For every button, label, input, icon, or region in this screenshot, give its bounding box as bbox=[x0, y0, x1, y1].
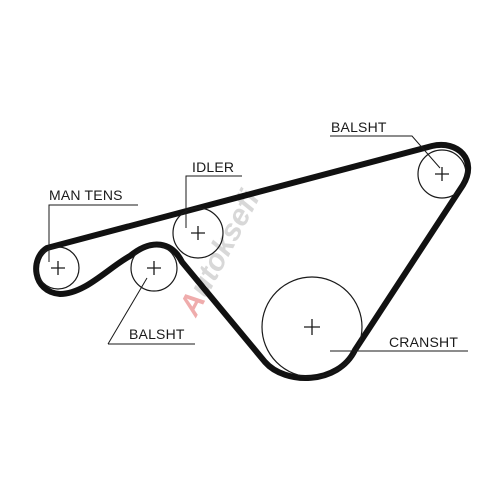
man-tens-label: MAN TENS bbox=[49, 187, 123, 203]
balsht-top-label: BALSHT bbox=[331, 119, 387, 135]
cranksht-label: CRANSHT bbox=[389, 334, 458, 350]
balsht-bottom-pulley-circle bbox=[130, 244, 178, 292]
man-tens-pulley-center-icon bbox=[51, 261, 65, 275]
cranksht-pulley-circle bbox=[261, 276, 363, 378]
timing-belt bbox=[33, 141, 472, 381]
man-tens-leader bbox=[48, 204, 138, 262]
idler-pulley-circle bbox=[172, 207, 224, 259]
man-tens-pulley-circle bbox=[36, 246, 80, 290]
idler-leader bbox=[185, 175, 242, 228]
balsht-bottom-pulley-center-icon bbox=[147, 261, 161, 275]
balsht-top-leader bbox=[330, 135, 441, 169]
cranksht-pulley bbox=[261, 276, 363, 378]
balsht-bottom-leader bbox=[107, 277, 195, 345]
cranksht-pulley-center-icon bbox=[304, 319, 320, 335]
balsht-bottom-label: BALSHT bbox=[129, 326, 185, 342]
man-tens-pulley bbox=[36, 246, 80, 290]
idler-label: IDLER bbox=[192, 159, 234, 175]
balsht-top-pulley-center-icon bbox=[435, 167, 449, 181]
balsht-top-pulley-circle bbox=[417, 149, 467, 199]
idler-pulley bbox=[172, 207, 224, 259]
idler-pulley-center-icon bbox=[191, 226, 205, 240]
balsht-bottom-pulley bbox=[130, 244, 178, 292]
balsht-top-pulley bbox=[417, 149, 467, 199]
